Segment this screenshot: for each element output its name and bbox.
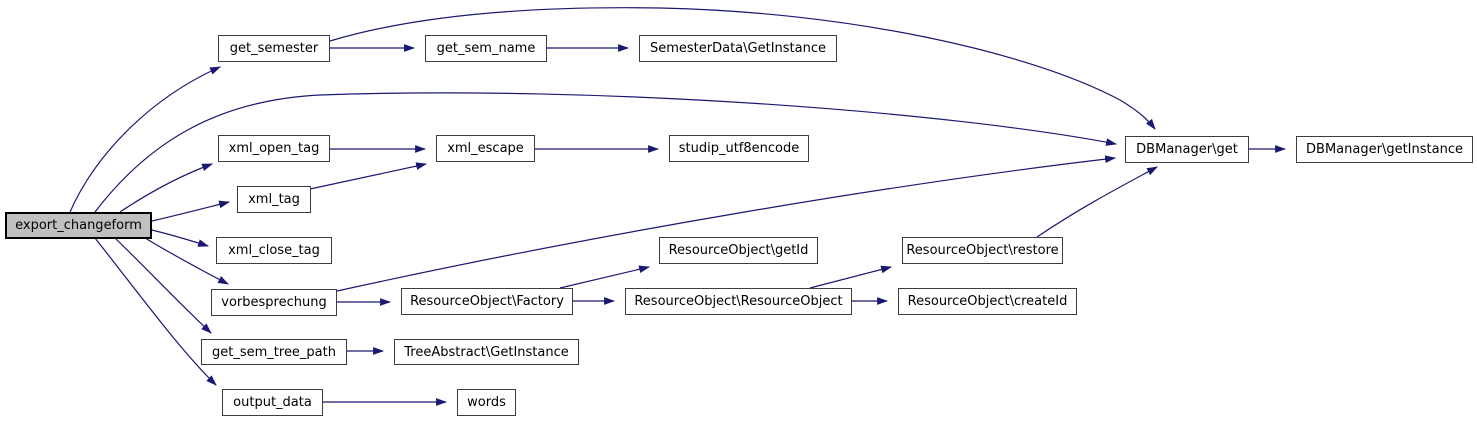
node-get_sem_name[interactable]: get_sem_name [425, 35, 547, 62]
node-xml_open_tag[interactable]: xml_open_tag [218, 135, 330, 162]
node-resourceobject-createid[interactable]: ResourceObject\createId [898, 288, 1077, 315]
node-resourceobject-restore[interactable]: ResourceObject\restore [902, 237, 1063, 264]
edge-vorbesprechung-dbmanager_get [336, 155, 1117, 292]
node-resourceobject-resourceobject[interactable]: ResourceObject\ResourceObject [625, 288, 852, 315]
edge-export_changeform-xml_tag [151, 200, 231, 222]
node-xml_tag[interactable]: xml_tag [237, 186, 311, 213]
edge-resourceobject_factory-resourceobject_getid [559, 265, 651, 289]
node-semesterdata-getinstance[interactable]: SemesterData\GetInstance [639, 35, 837, 62]
node-vorbesprechung[interactable]: vorbesprechung [211, 289, 337, 316]
node-xml_escape[interactable]: xml_escape [436, 135, 535, 162]
edge-resourceobject_resourceobject-resourceobject_restore [809, 265, 893, 289]
node-export_changeform: export_changeform [5, 212, 152, 239]
node-xml_close_tag[interactable]: xml_close_tag [216, 237, 332, 264]
edge-xml_tag-xml_escape [309, 162, 428, 190]
edge-resourceobject_restore-dbmanager_get [1036, 166, 1158, 238]
edge-export_changeform-xml_open_tag [119, 163, 214, 213]
node-output_data[interactable]: output_data [222, 389, 323, 416]
node-resourceobject-factory[interactable]: ResourceObject\Factory [401, 288, 573, 315]
edge-export_changeform-output_data [94, 237, 217, 386]
node-dbmanager-get[interactable]: DBManager\get [1125, 136, 1249, 163]
edge-export_changeform-get_sem_tree_path [114, 237, 212, 334]
node-get_sem_tree_path[interactable]: get_sem_tree_path [201, 339, 347, 365]
node-studip_utf8encode[interactable]: studip_utf8encode [669, 135, 809, 162]
edge-export_changeform-xml_close_tag [151, 229, 210, 247]
node-treeabstract-getinstance[interactable]: TreeAbstract\GetInstance [394, 339, 579, 365]
edge-get_semester-dbmanager_get [329, 7, 1156, 130]
edge-export_changeform-vorbesprechung [144, 237, 229, 285]
node-dbmanager-getinstance[interactable]: DBManager\getInstance [1296, 136, 1473, 163]
edge-export_changeform-dbmanager_get [94, 92, 1118, 213]
node-get_semester[interactable]: get_semester [218, 35, 330, 62]
node-words[interactable]: words [457, 389, 516, 416]
node-resourceobject-getid[interactable]: ResourceObject\getId [659, 237, 818, 264]
edge-export_changeform-get_semester [69, 66, 222, 213]
